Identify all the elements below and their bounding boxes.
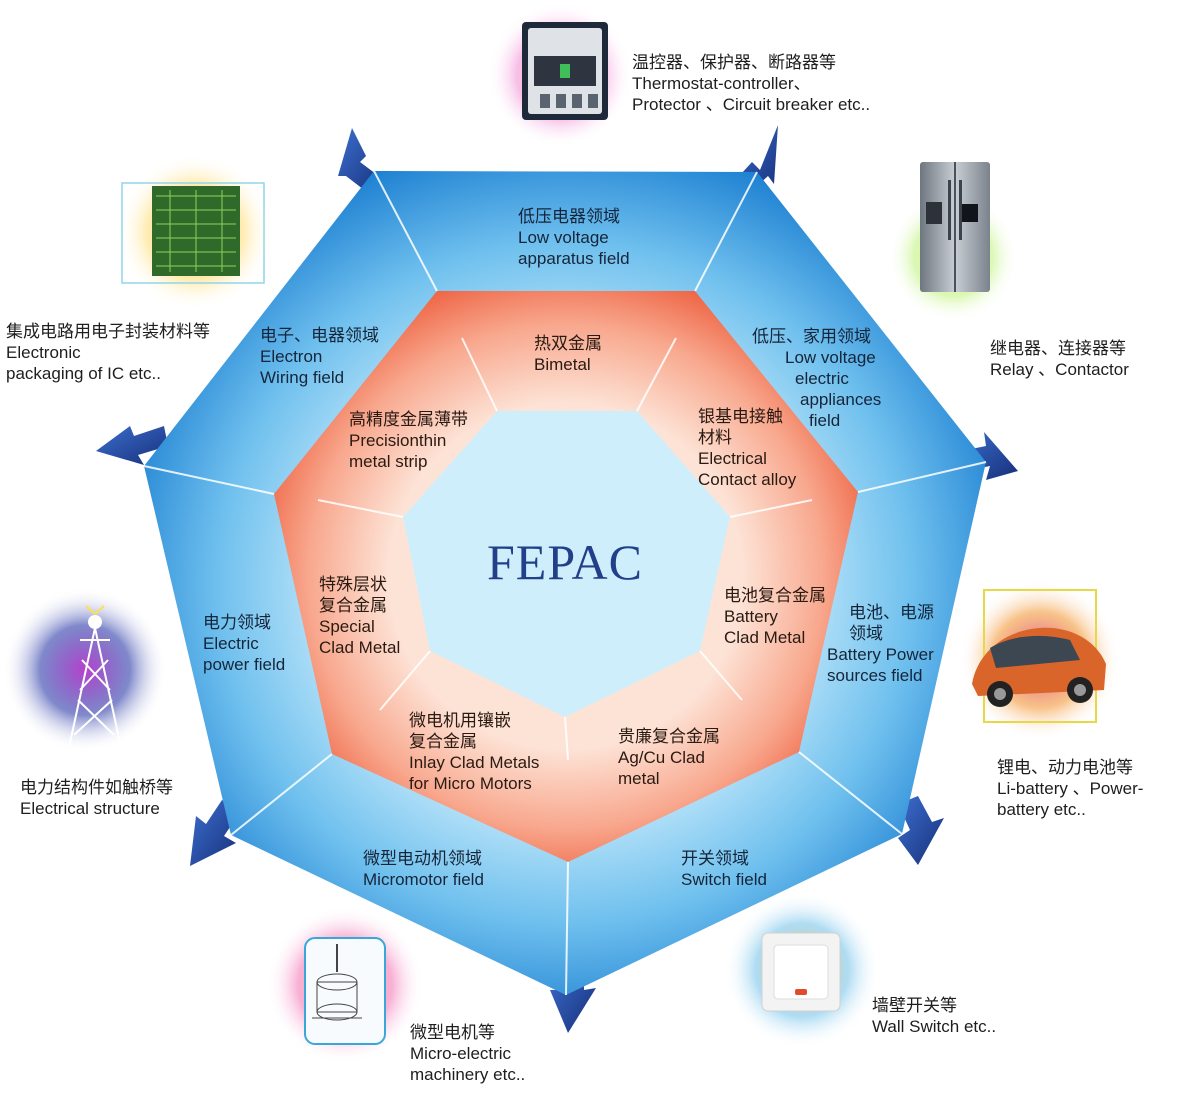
inner-segment-inlay-clad: 微电机用镶嵌 复合金属 Inlay Clad Metals for Micro … (409, 711, 540, 793)
outer-ring (143, 170, 987, 996)
inner-segment-battery-clad: 电池复合金属 Battery Clad Metal (724, 586, 826, 647)
circuit-breaker-icon (522, 22, 608, 120)
outer-segment-micromotor: 微型电动机领域 Micromotor field (363, 849, 484, 889)
refrigerator-icon (920, 162, 990, 292)
center-title: FEPAC (486, 534, 644, 590)
application-images (3, 3, 1120, 1063)
transmission-tower-icon (67, 605, 123, 753)
application-breaker-label: 温控器、保护器、断路器等 Thermostat-controller、 Prot… (632, 53, 871, 114)
inner-segment-contact-alloy: 银基电接触 材料 Electrical Contact alloy (698, 407, 797, 489)
application-ic-packaging-label: 集成电路用电子封装材料等 Electronic packaging of IC … (6, 322, 210, 383)
inner-ring-shape (274, 291, 858, 862)
inner-ring (274, 291, 858, 862)
outer-segment-electron-wiring: 电子、电器领域 Electron Wiring field (260, 326, 379, 387)
electric-car-icon (972, 589, 1106, 723)
outer-segment-battery-power: 电池、电源 领域 Battery Power sources field (827, 603, 934, 685)
outer-segment-switch: 开关领域 Switch field (681, 849, 767, 889)
inner-segment-precision-strip: 高精度金属薄带 Precisionthin metal strip (349, 410, 468, 471)
ic-chip-icon (121, 182, 265, 284)
inner-segment-agcu-clad: 贵廉复合金属 Ag/Cu Clad metal (618, 727, 720, 788)
wall-switch-icon (761, 932, 841, 1012)
outer-ring-shape (144, 171, 986, 995)
outer-segment-home-appliances: 低压、家用领域 Low voltage electric appliances … (752, 327, 882, 430)
inner-segment-bimetal: 热双金属 Bimetal (534, 334, 602, 374)
motor-icon (304, 937, 386, 1045)
application-electrical-structure-label: 电力结构件如触桥等 Electrical structure (20, 778, 173, 818)
outer-segment-low-voltage-apparatus: 低压电器领域 Low voltage apparatus field (518, 207, 630, 268)
arrow-icon (898, 796, 944, 865)
application-wall-switch-label: 墙壁开关等 Wall Switch etc.. (872, 996, 997, 1036)
application-micro-electric-label: 微型电机等 Micro-electric machinery etc.. (410, 1023, 526, 1084)
application-relay-label: 继电器、连接器等 Relay 、Contactor (990, 339, 1129, 379)
arrow-icon (96, 426, 168, 465)
arrow-icon (550, 960, 596, 1033)
application-li-battery-label: 锂电、动力电池等 Li-battery 、Power- battery etc.… (997, 758, 1144, 819)
outer-segment-electric-power: 电力领域 Electric power field (203, 613, 286, 674)
inner-segment-special-clad: 特殊层状 复合金属 Special Clad Metal (319, 575, 401, 657)
